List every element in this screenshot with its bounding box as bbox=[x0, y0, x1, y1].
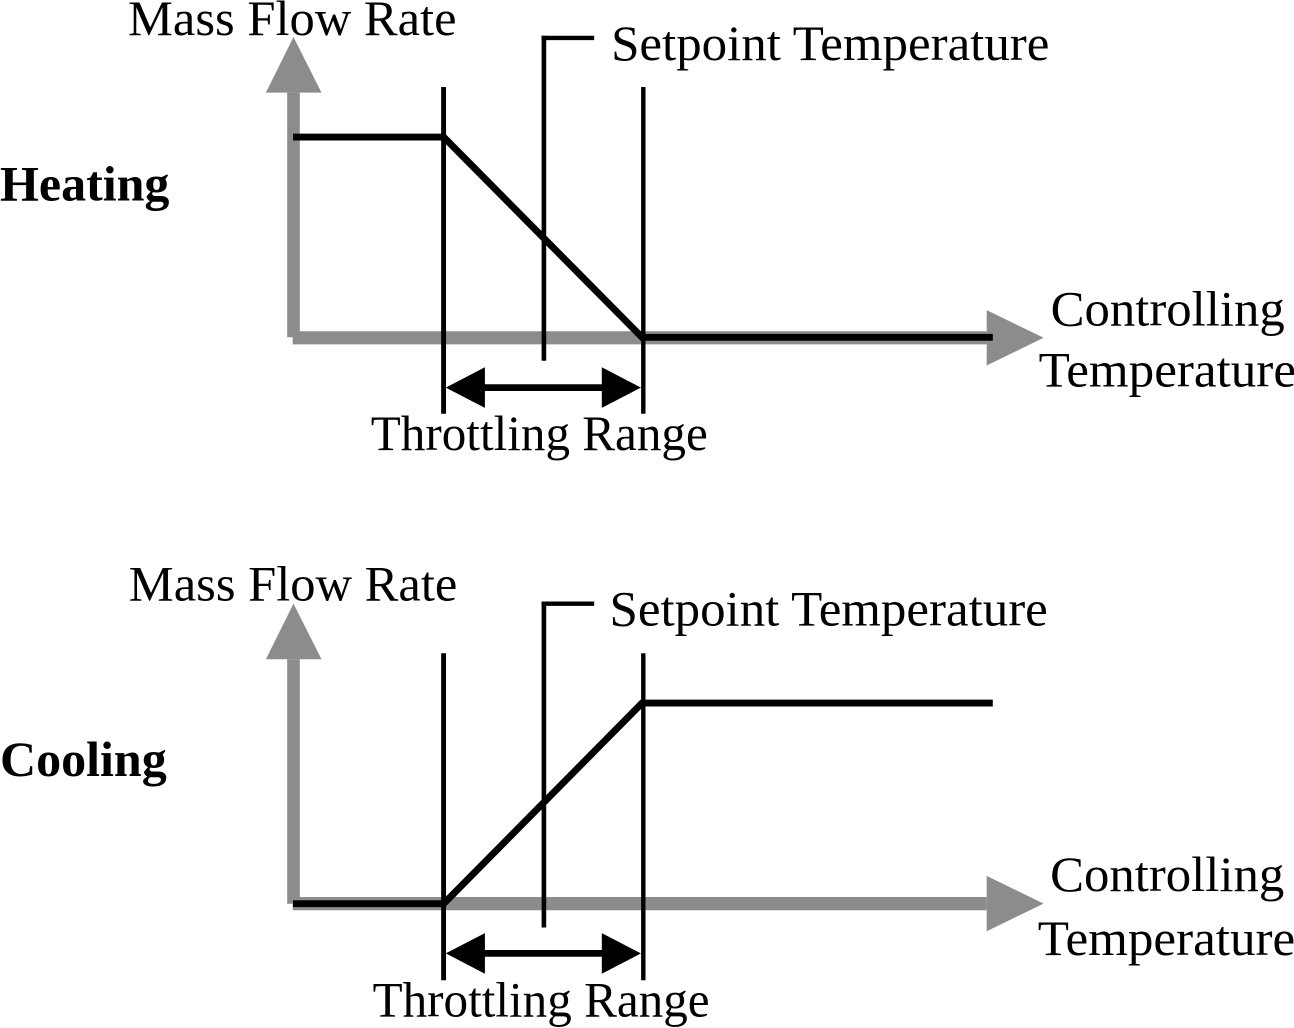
svg-text:Controlling: Controlling bbox=[1050, 846, 1284, 902]
svg-text:Setpoint Temperature: Setpoint Temperature bbox=[611, 15, 1049, 71]
svg-text:Throttling Range: Throttling Range bbox=[371, 405, 708, 461]
svg-text:Controlling: Controlling bbox=[1051, 280, 1285, 336]
svg-text:Throttling Range: Throttling Range bbox=[373, 971, 710, 1027]
svg-text:Heating: Heating bbox=[0, 155, 169, 211]
svg-text:Cooling: Cooling bbox=[0, 731, 167, 787]
svg-text:Mass Flow Rate: Mass Flow Rate bbox=[129, 555, 458, 611]
svg-text:Setpoint Temperature: Setpoint Temperature bbox=[610, 580, 1048, 636]
svg-text:Temperature: Temperature bbox=[1039, 342, 1294, 398]
svg-text:Mass Flow Rate: Mass Flow Rate bbox=[128, 0, 457, 46]
svg-text:Temperature: Temperature bbox=[1038, 910, 1294, 966]
